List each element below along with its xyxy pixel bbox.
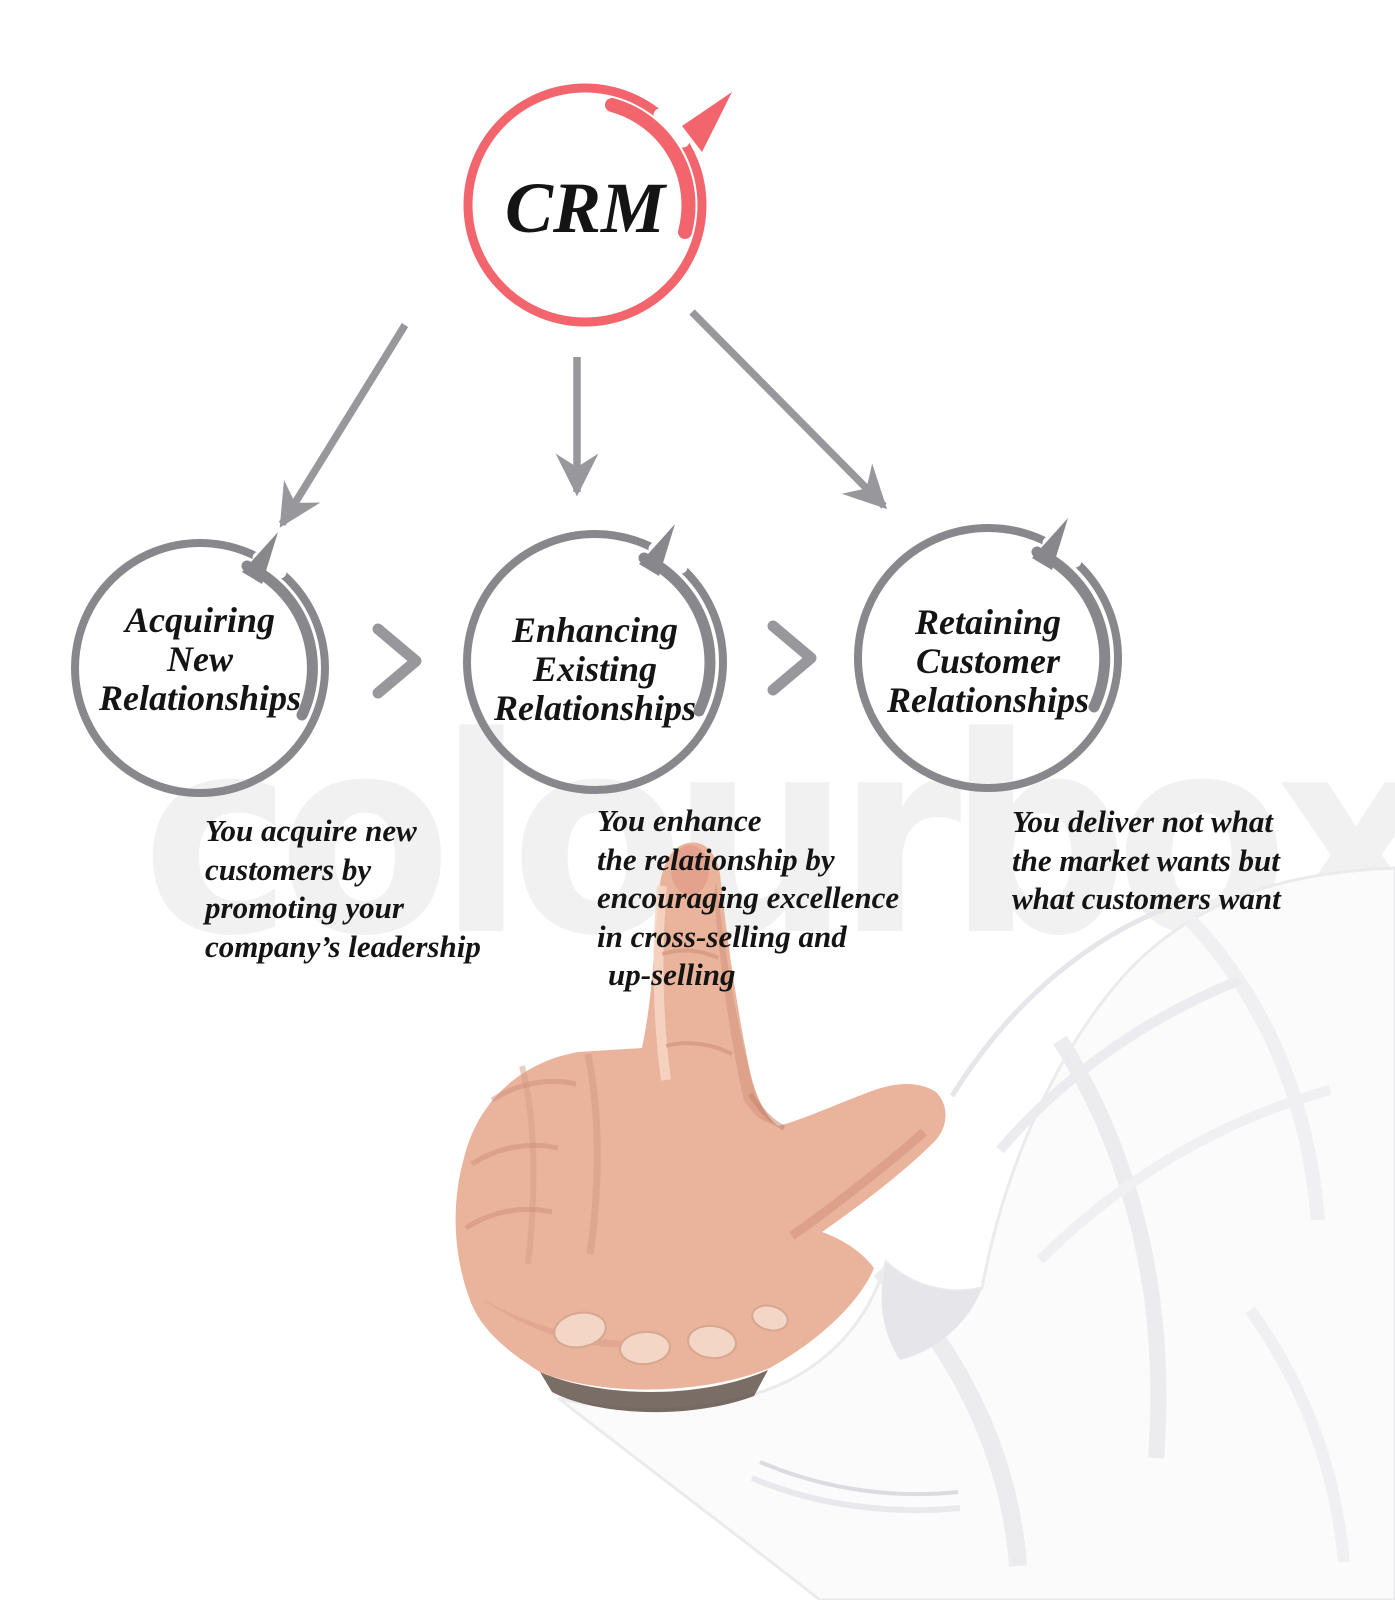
hand [455, 842, 946, 1390]
shirt-sleeve [557, 866, 1395, 1600]
description-line: encouraging excellence [597, 880, 900, 915]
stage-label-line: Relationships [98, 678, 302, 718]
stage-label-line: Existing [532, 649, 658, 689]
stage-label-retaining: Retaining Customer Relationships [828, 603, 1148, 720]
description-line: You enhance [597, 803, 762, 838]
description-line: in cross-selling and [597, 918, 847, 954]
stage-description-acquiring: You acquire new customers by promoting y… [205, 812, 545, 966]
stage-label-line: Retaining [914, 602, 1062, 642]
stage-label-line: New [167, 639, 233, 679]
stage-label-line: Acquiring [124, 600, 276, 640]
description-line: up-selling [608, 957, 736, 992]
stage-label-enhancing: Enhancing Existing Relationships [435, 611, 755, 728]
stage-label-line: Relationships [493, 688, 697, 728]
description-line: customers by [205, 851, 372, 887]
stage-label-line: Relationships [886, 680, 1090, 720]
crm-root-label: CRM [504, 168, 666, 248]
description-line: the relationship by [597, 841, 835, 877]
stage-label-line: Enhancing [511, 610, 679, 650]
pointing-hand-photo [455, 842, 1395, 1600]
chevron-right-icon [767, 620, 817, 696]
hand-shadow [540, 1370, 768, 1413]
crm-node-circle [463, 83, 732, 327]
description-line: promoting your [205, 890, 404, 925]
stage-circle-acquiring [71, 532, 329, 797]
description-line: the market wants but [1012, 842, 1280, 878]
description-line: what customers want [1012, 881, 1281, 916]
stage-description-enhancing: You enhance the relationship by encourag… [597, 802, 957, 995]
arrow-crm-to-retaining [689, 309, 888, 510]
arrow-crm-to-acquiring [278, 323, 409, 528]
description-line: You acquire new [205, 813, 417, 848]
description-line: company’s leadership [205, 928, 481, 964]
chevron-right-icon [372, 623, 422, 699]
stage-label-acquiring: Acquiring New Relationships [40, 601, 360, 718]
connector-arrows [278, 309, 888, 528]
stage-description-retaining: You deliver not what the market wants bu… [1012, 803, 1372, 919]
stage-circle-enhancing [463, 524, 727, 794]
stage-circle-retaining [854, 518, 1122, 792]
description-line: You deliver not what [1012, 804, 1273, 839]
stage-label-line: Customer [915, 641, 1061, 681]
